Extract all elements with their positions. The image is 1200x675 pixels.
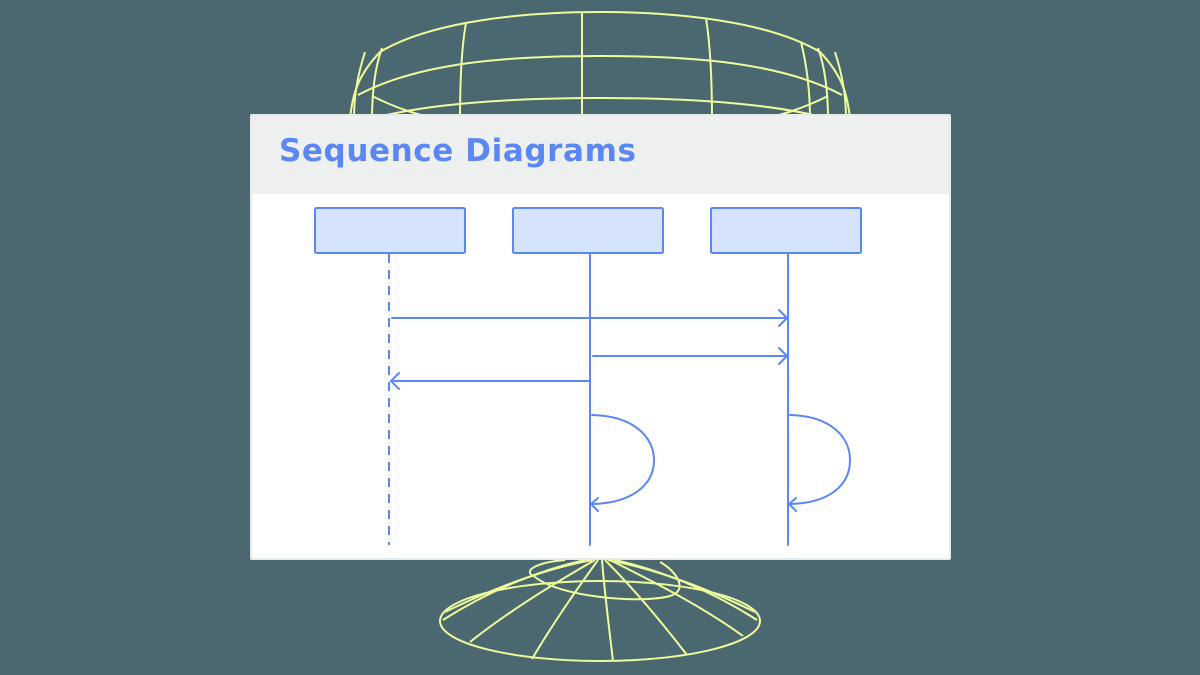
wireframe-cone-base-icon bbox=[439, 559, 761, 662]
participant-box-1[interactable] bbox=[314, 207, 466, 254]
self-call-arrow-p2 bbox=[590, 414, 655, 512]
window-header: Sequence Diagrams bbox=[252, 116, 949, 194]
window-title: Sequence Diagrams bbox=[279, 133, 637, 169]
message-arrow-3-return bbox=[390, 372, 590, 390]
participant-box-2[interactable] bbox=[512, 207, 664, 254]
message-arrow-2 bbox=[592, 347, 788, 365]
participant-box-3[interactable] bbox=[710, 207, 862, 254]
self-call-arrow-p3 bbox=[788, 414, 851, 512]
message-arrow-1 bbox=[391, 309, 788, 327]
diagram-window: Sequence Diagrams bbox=[250, 114, 951, 560]
wireframe-bowl-icon bbox=[349, 10, 851, 121]
